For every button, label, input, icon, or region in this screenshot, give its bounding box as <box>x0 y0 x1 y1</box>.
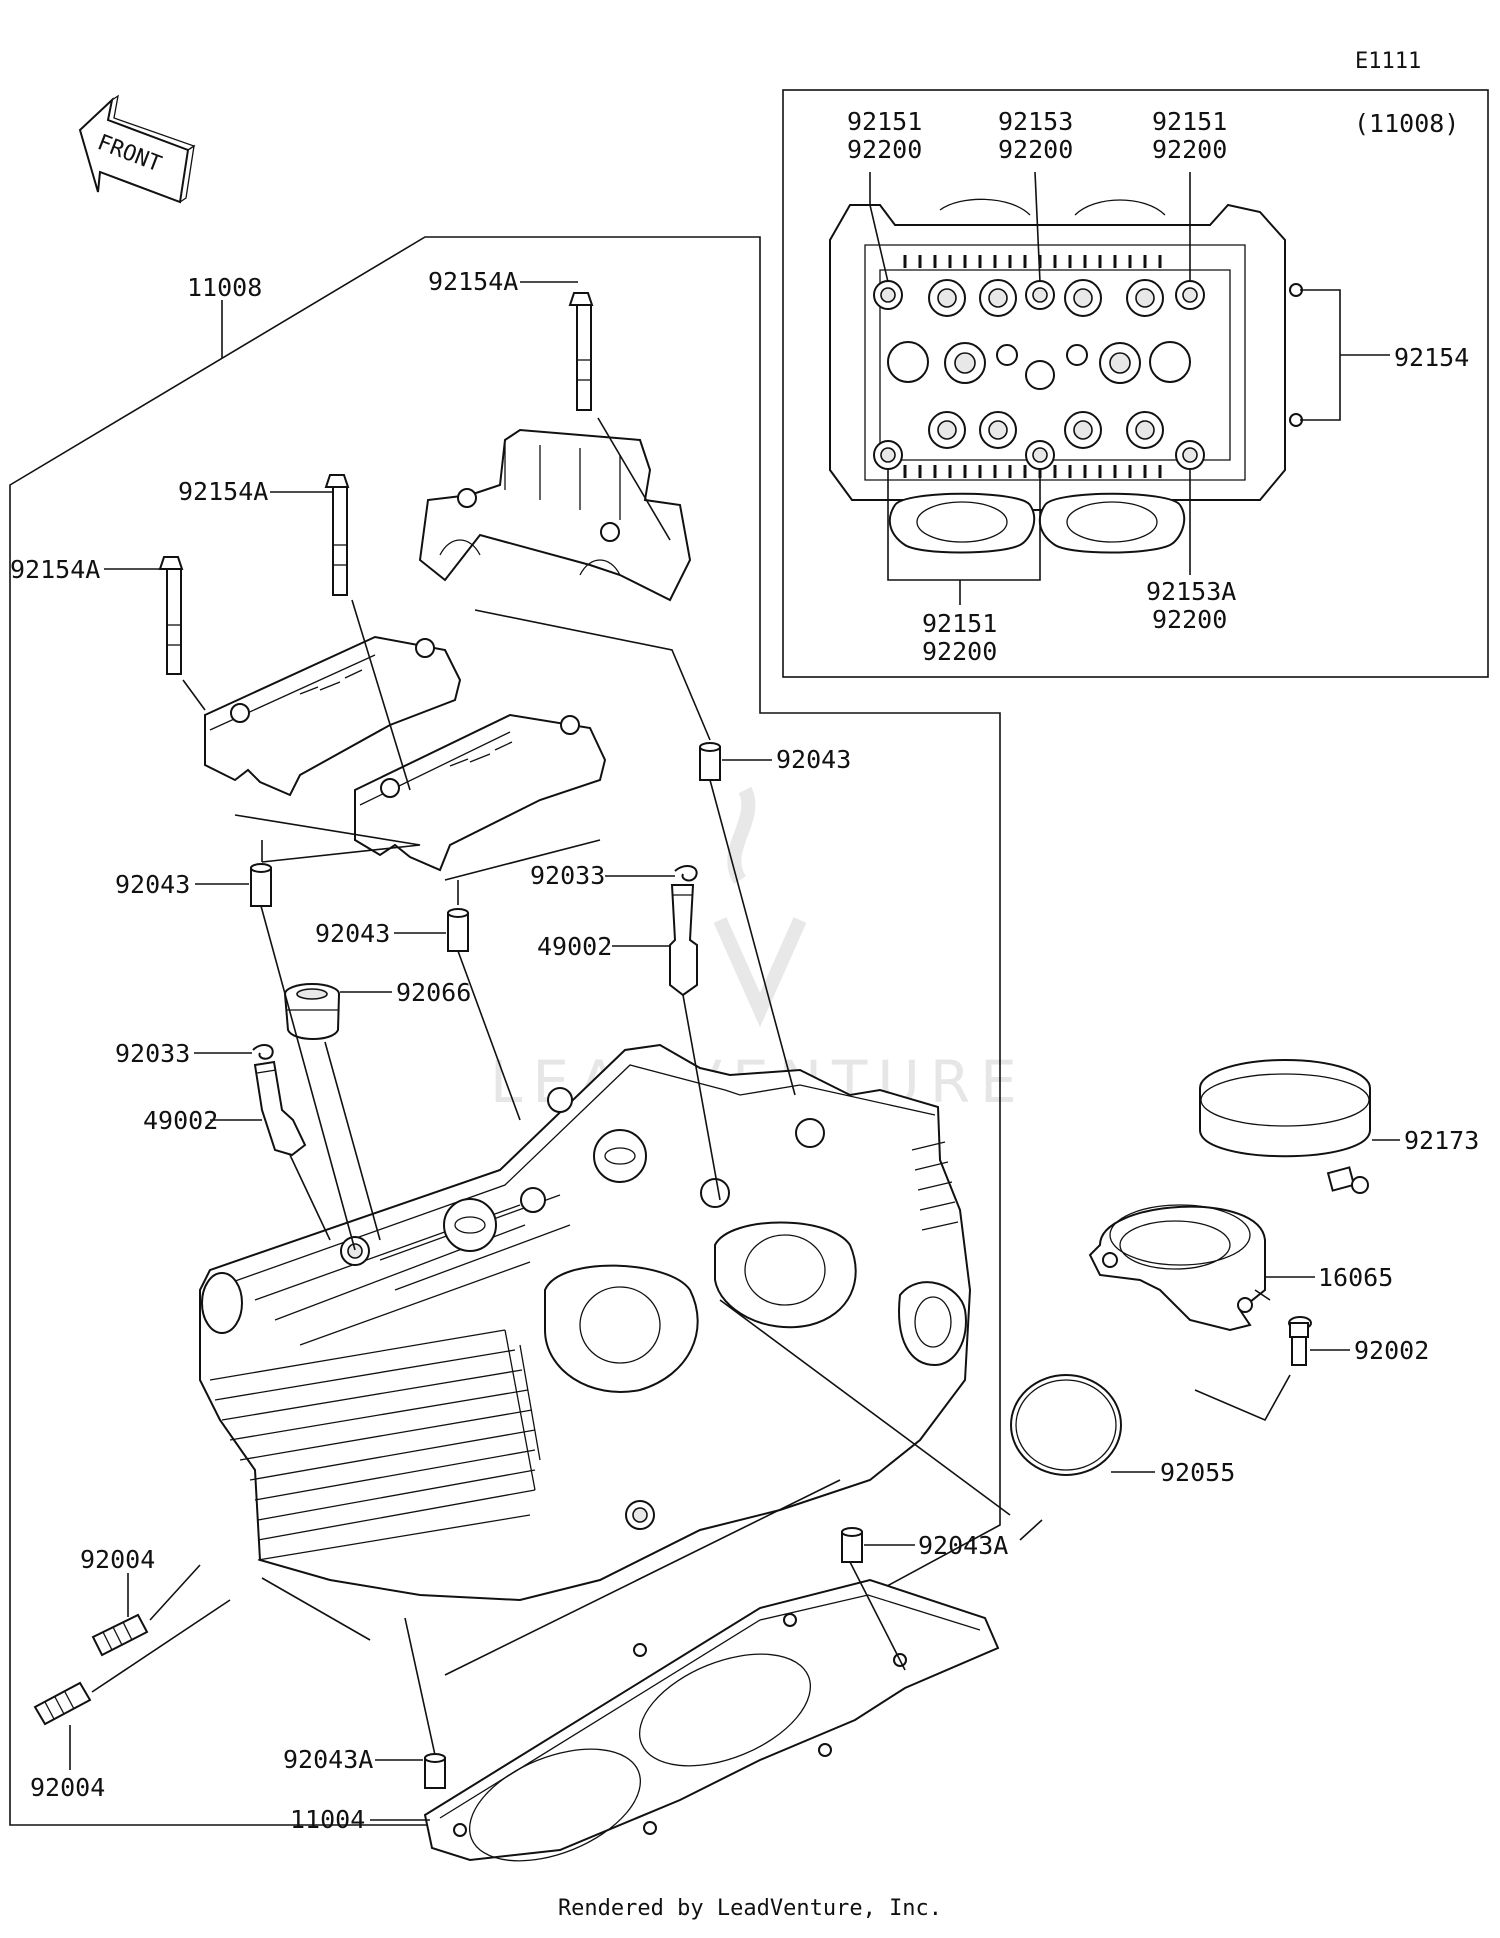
clip-upper-92033 <box>674 864 698 882</box>
assembly-outline <box>9 236 1001 1826</box>
cylinder-head-top-fins <box>903 255 1162 478</box>
head-gasket-11004 <box>423 1578 1000 1862</box>
inset-label-top-mid-a: 92153 <box>998 107 1073 136</box>
inset-panel: (11008) 92151 92200 92153 92200 92151 92… <box>782 89 1489 678</box>
label-92043a-left: 92043A <box>283 1745 373 1774</box>
label-92033-upper: 92033 <box>530 861 605 890</box>
label-49002-lower: 49002 <box>143 1106 218 1135</box>
inset-label-side-right: 92154 <box>1394 343 1469 372</box>
label-16065: 16065 <box>1318 1263 1393 1292</box>
label-92154a-center: 92154A <box>428 267 518 296</box>
label-92002: 92002 <box>1354 1336 1429 1365</box>
inset-label-bottom-left-a: 92151 <box>922 609 997 638</box>
label-92043a-right: 92043A <box>918 1531 1008 1560</box>
inset-port-flanges <box>888 492 1186 554</box>
bolt-left-92154a <box>158 556 184 675</box>
inset-label-bottom-left-b: 92200 <box>922 637 997 666</box>
footer-credit: Rendered by LeadVenture, Inc. <box>557 1896 943 1921</box>
plug-seal-92066 <box>284 983 340 1040</box>
dowel-left-92043 <box>250 863 272 907</box>
label-11008: 11008 <box>187 273 262 302</box>
clip-lower-92033 <box>252 1043 274 1060</box>
label-92154a-mid: 92154A <box>178 477 268 506</box>
stud-lower-92004 <box>33 1681 92 1726</box>
label-92043-left: 92043 <box>115 870 190 899</box>
label-92154a-left: 92154A <box>10 555 100 584</box>
dowel-gasket-left-92043a <box>424 1753 446 1789</box>
inset-label-top-right-a: 92151 <box>1152 107 1227 136</box>
inset-label-bottom-right-b: 92200 <box>1152 605 1227 634</box>
inset-label-top-left-b: 92200 <box>847 135 922 164</box>
leader-lines <box>69 281 1400 1821</box>
cylinder-head-11008 <box>199 1043 972 1602</box>
dowel-upper-right-92043 <box>699 742 721 781</box>
label-92055: 92055 <box>1160 1458 1235 1487</box>
label-92043-upper-right: 92043 <box>776 745 851 774</box>
label-11004: 11004 <box>290 1805 365 1834</box>
label-92066: 92066 <box>396 978 471 1007</box>
label-92004-upper: 92004 <box>80 1545 155 1574</box>
label-92043-mid: 92043 <box>315 919 390 948</box>
label-92033-lower: 92033 <box>115 1039 190 1068</box>
camshaft-holder-upper <box>418 428 692 602</box>
front-arrow-icon: FRONT <box>78 94 196 204</box>
dowel-mid-92043 <box>447 908 469 952</box>
clamp-92173 <box>1199 1059 1371 1194</box>
inset-assembly-ref: (11008) <box>1354 109 1459 138</box>
inset-bolt-bosses <box>873 279 1303 470</box>
watermark-logo <box>713 786 807 1028</box>
label-49002-upper: 49002 <box>537 932 612 961</box>
bolt-holder-92002 <box>1288 1316 1312 1366</box>
label-92004-lower: 92004 <box>30 1773 105 1802</box>
bolt-mid-92154a <box>324 474 350 596</box>
valve-guide-lower-49002 <box>253 1060 307 1157</box>
dowel-gasket-right-92043a <box>841 1527 863 1563</box>
bolt-center-92154a <box>568 292 594 411</box>
camshaft-holder-left <box>204 635 462 797</box>
inset-label-top-left-a: 92151 <box>847 107 922 136</box>
inset-label-top-right-b: 92200 <box>1152 135 1227 164</box>
holder-16065 <box>1088 1204 1266 1332</box>
camshaft-holder-right <box>354 713 607 872</box>
valve-guide-upper-49002 <box>669 884 698 997</box>
o-ring-92055 <box>1010 1374 1122 1476</box>
inset-label-top-mid-b: 92200 <box>998 135 1073 164</box>
stud-upper-92004 <box>91 1613 149 1657</box>
label-92173: 92173 <box>1404 1126 1479 1155</box>
diagram-code: E1111 <box>1355 49 1421 74</box>
inset-leader-lines <box>869 171 1390 605</box>
inset-label-bottom-right-a: 92153A <box>1146 577 1236 606</box>
